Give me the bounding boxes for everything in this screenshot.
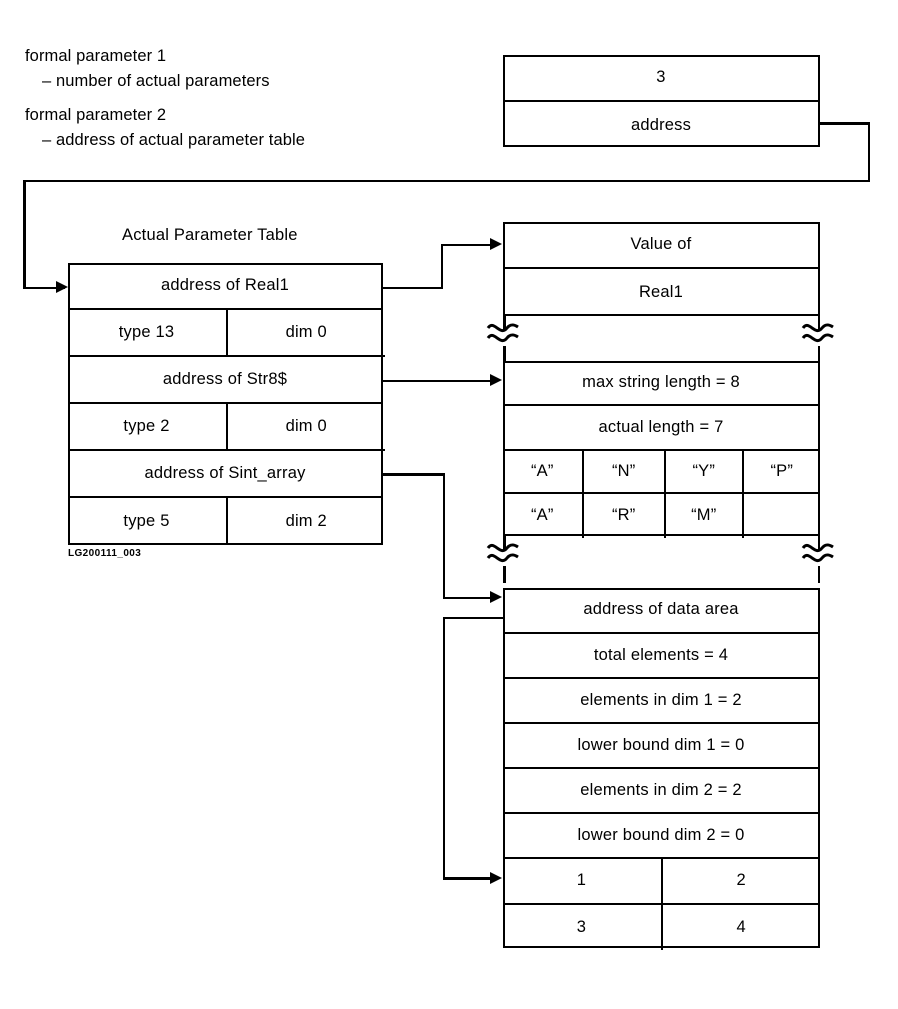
connector-apt-seg-left: [23, 179, 870, 182]
parameter-address-cell: address: [630, 115, 692, 134]
string-char-cell: “R”: [584, 493, 666, 538]
apt-dim-str8: dim 0: [227, 404, 385, 451]
connector-dataarea-seg-left: [442, 616, 505, 619]
array-data-cell: 2: [662, 859, 820, 905]
array-elements-dim2: elements in dim 2 = 2: [502, 769, 820, 814]
connector-apt-seg-right: [819, 122, 870, 125]
break-rail-left-top-1: [503, 316, 506, 330]
connector-real1-seg-up: [440, 244, 443, 289]
break-rail-left-bottom-2: [503, 566, 506, 583]
parameter-count-cell: 3: [502, 55, 820, 102]
string-char-cell-empty: [744, 494, 820, 538]
apt-type-str8: type 2: [67, 403, 228, 451]
string-char-cell: “Y”: [665, 450, 744, 494]
array-lower-bound-dim1: lower bound dim 1 = 0: [502, 724, 820, 769]
string-char-cell: “M”: [666, 493, 744, 538]
connector-apt-seg-into-table: [23, 286, 65, 289]
string-char-cell: “A”: [503, 493, 584, 538]
array-descriptor-block: address of data area total elements = 4 …: [502, 588, 820, 950]
annotation-detail: – number of actual parameters: [42, 72, 270, 90]
break-rail-right-top-2: [817, 536, 820, 550]
apt-address-real1: address of Real1: [67, 263, 383, 310]
break-rail-right-bottom-1: [817, 346, 820, 362]
break-squiggle-right-2: [801, 543, 834, 563]
string-char-cell: “A”: [502, 450, 584, 494]
string-block: max string length = 8 actual length = 7 …: [502, 361, 820, 538]
real1-value-label: Value of: [502, 222, 820, 269]
formal-parameter-block: 3 address: [502, 55, 820, 147]
connector-str8-seg: [383, 379, 495, 382]
annotation-formal-parameter-2: formal parameter 2 – address of actual p…: [25, 103, 305, 153]
connector-dataarea-seg-down: [442, 616, 445, 879]
break-rail-left-top-2: [503, 536, 506, 550]
array-data-cell: 3: [503, 904, 663, 950]
apt-type-real1: type 13: [67, 309, 228, 357]
figure-caption: LG200111_003: [68, 548, 142, 559]
connector-sint-seg-right: [383, 473, 445, 476]
break-squiggle-right-1: [801, 323, 834, 343]
break-rail-right-top-1: [817, 316, 820, 330]
array-total-elements: total elements = 4: [502, 634, 820, 679]
connector-real1-arrowhead: [490, 238, 502, 250]
string-max-length: max string length = 8: [502, 361, 820, 406]
break-squiggle-left-2: [486, 543, 519, 563]
break-rail-left-bottom-1: [503, 346, 506, 362]
apt-dim-real1: dim 0: [227, 310, 385, 357]
connector-sint-arrowhead: [490, 591, 502, 603]
connector-real1-seg-right: [383, 286, 443, 289]
connector-dataarea-arrowhead: [490, 871, 502, 884]
connector-sint-seg-down: [442, 473, 445, 598]
apt-dim-sint-array: dim 2: [285, 511, 327, 530]
connector-str8-arrowhead: [490, 374, 502, 386]
annotation-detail: – address of actual parameter table: [42, 131, 306, 149]
array-data-cell: 4: [736, 917, 746, 936]
connector-sint-seg-into-box: [442, 596, 496, 599]
string-char-cell: “N”: [584, 450, 666, 494]
actual-parameter-table: address of Real1 type 13 dim 0 address o…: [67, 263, 385, 545]
apt-type-sint-array: type 5: [68, 497, 228, 545]
real1-value-name: Real1: [638, 282, 684, 301]
connector-apt-seg-down-1: [867, 122, 870, 182]
connector-apt-arrowhead: [56, 281, 68, 293]
break-squiggle-left-1: [486, 323, 519, 343]
actual-parameter-table-title: Actual Parameter Table: [122, 226, 298, 244]
apt-address-sint-array: address of Sint_array: [67, 451, 383, 498]
annotation-title: formal parameter 1: [25, 47, 167, 65]
annotation-title: formal parameter 2: [25, 106, 167, 124]
connector-dataarea-seg-into-cells: [442, 877, 496, 880]
array-data-cell: 1: [502, 858, 663, 905]
array-data-area-address: address of data area: [502, 588, 820, 634]
string-actual-length: actual length = 7: [502, 406, 820, 451]
connector-apt-seg-down-2: [23, 179, 26, 289]
break-rail-right-bottom-2: [817, 566, 820, 583]
real1-value-block: Value of Real1: [502, 222, 820, 316]
array-elements-dim1: elements in dim 1 = 2: [502, 679, 820, 724]
array-lower-bound-dim2: lower bound dim 2 = 0: [502, 814, 820, 859]
apt-address-str8: address of Str8$: [67, 357, 383, 404]
annotation-formal-parameter-1: formal parameter 1 – number of actual pa…: [25, 44, 270, 94]
string-char-cell: “P”: [744, 451, 820, 494]
connector-real1-seg-into-box: [440, 243, 496, 246]
